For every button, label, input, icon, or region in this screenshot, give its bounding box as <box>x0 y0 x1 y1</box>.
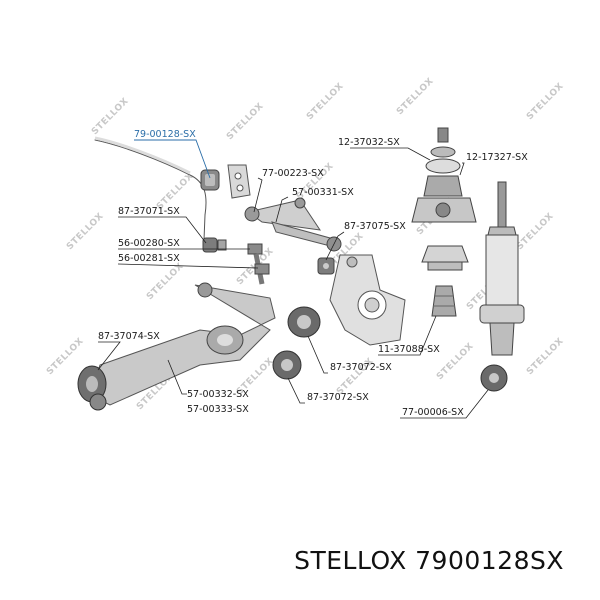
stabilizer-link <box>247 243 270 285</box>
part-label-87-37071-sx[interactable]: 87-37071-SX <box>118 206 180 217</box>
leader-79-00128 <box>134 139 211 179</box>
shock-bushing <box>480 364 508 392</box>
knuckle-bushing-lower <box>272 350 302 380</box>
part-label-57-00333-sx[interactable]: 57-00333-SX <box>187 404 249 415</box>
leader-87-37071 <box>118 216 207 244</box>
part-label-77-00223-sx[interactable]: 77-00223-SX <box>262 168 324 179</box>
product-caption: STELLOX 7900128SX <box>294 546 564 575</box>
leader-11-37088 <box>378 315 437 356</box>
part-label-56-00280-sx[interactable]: 56-00280-SX <box>118 238 180 249</box>
watermark-text: STELLOX <box>395 76 436 117</box>
upper-control-arm <box>244 197 322 231</box>
part-label-87-37075-sx[interactable]: 87-37075-SX <box>344 221 406 232</box>
part-label-12-37032-sx[interactable]: 12-37032-SX <box>338 137 400 148</box>
steering-knuckle <box>329 254 406 346</box>
watermark-text: STELLOX <box>45 336 86 377</box>
part-label-87-37072-sx-upper[interactable]: 87-37072-SX <box>330 362 392 373</box>
brand-name: STELLOX <box>294 546 407 575</box>
lower-arm-bushing <box>77 365 107 411</box>
leader-12-17327 <box>459 162 465 176</box>
part-labels: 79-00128-SX 77-00223-SX 57-00331-SX 87-3… <box>98 129 528 418</box>
leader-12-37032 <box>350 147 431 161</box>
bushing-bracket <box>227 164 251 199</box>
small-bushing <box>317 257 335 275</box>
watermark-text: STELLOX <box>525 81 566 122</box>
watermark-text: STELLOX <box>90 96 131 137</box>
part-label-11-37088-sx[interactable]: 11-37088-SX <box>378 344 440 355</box>
leader-87-37074 <box>97 341 121 371</box>
leader-56-00281 <box>117 263 259 269</box>
leader-57-00332 <box>167 359 187 395</box>
stabilizer-link-bushing <box>202 237 227 253</box>
watermark-text: STELLOX <box>225 101 266 142</box>
bump-stop <box>431 285 457 317</box>
leader-87-37072-a <box>307 335 328 374</box>
leader-57-00331 <box>275 196 289 223</box>
knuckle-bushing-upper <box>287 306 321 338</box>
lower-control-arm <box>89 282 276 406</box>
part-label-56-00281-sx[interactable]: 56-00281-SX <box>118 253 180 264</box>
leader-87-37075 <box>325 231 345 261</box>
part-label-79-00128-sx[interactable]: 79-00128-SX <box>134 129 196 140</box>
leader-lines <box>97 139 489 419</box>
strut-mount <box>411 127 477 223</box>
watermark-text: STELLOX <box>435 341 476 382</box>
watermark-text: STELLOX <box>145 261 186 302</box>
leader-77-00223 <box>253 177 263 213</box>
part-label-57-00331-sx[interactable]: 57-00331-SX <box>292 187 354 198</box>
part-label-87-37072-sx-lower[interactable]: 87-37072-SX <box>307 392 369 403</box>
watermark-text: STELLOX <box>515 211 556 252</box>
watermark-text: STELLOX <box>305 81 346 122</box>
stabilizer-bushing <box>200 169 220 191</box>
part-label-77-00006-sx[interactable]: 77-00006-SX <box>402 407 464 418</box>
leader-77-00006 <box>400 389 489 419</box>
spring-seat <box>421 245 469 271</box>
part-label-57-00332-sx[interactable]: 57-00332-SX <box>187 389 249 400</box>
watermark-text: STELLOX <box>65 211 106 252</box>
parts-drawing <box>77 127 525 411</box>
leader-87-37072-b <box>287 377 305 404</box>
part-label-87-37074-sx[interactable]: 87-37074-SX <box>98 331 160 342</box>
stabilizer-bar <box>94 139 207 241</box>
part-label-12-17327-sx[interactable]: 12-17327-SX <box>466 152 528 163</box>
stabilizer-bar-highlight <box>94 136 191 175</box>
watermark-text: STELLOX <box>525 336 566 377</box>
part-number: 7900128SX <box>415 546 564 575</box>
shock-absorber <box>479 181 525 356</box>
